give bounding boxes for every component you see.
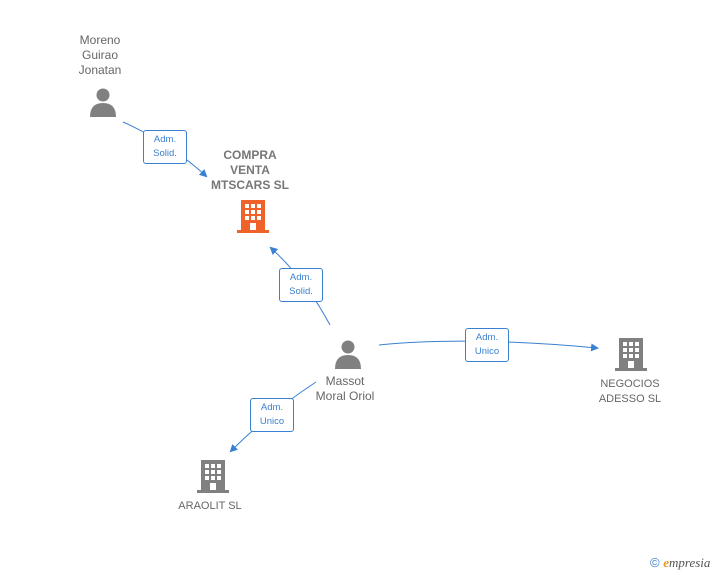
person-icon[interactable] xyxy=(333,339,363,369)
edge-label-line: Unico xyxy=(259,416,285,427)
person-icon[interactable] xyxy=(88,87,118,117)
brand-logo: empresia xyxy=(663,555,710,570)
node-label-line: Moral Oriol xyxy=(315,389,375,403)
node-label-line: Jonatan xyxy=(78,63,122,77)
watermark: © empresia xyxy=(650,555,710,571)
node-label-line: Massot xyxy=(325,374,365,388)
edge-label-line: Adm. xyxy=(153,134,177,145)
building-icon[interactable] xyxy=(614,337,648,371)
node-label-moreno: Moreno Guirao Jonatan xyxy=(60,33,140,78)
node-label-line: COMPRA xyxy=(223,148,277,162)
node-label-line: Guirao xyxy=(81,48,119,62)
node-label-line: VENTA xyxy=(230,163,270,177)
node-label-line: ARAOLIT SL xyxy=(178,500,242,512)
edge-label-line: Adm. xyxy=(475,332,499,343)
edge-label-massot-negocios[interactable]: Adm. Unico xyxy=(465,328,509,362)
edge-label-line: Adm. xyxy=(260,402,284,413)
copyright-icon: © xyxy=(650,555,660,570)
node-label-araolit: ARAOLIT SL xyxy=(160,499,260,514)
brand-name: mpresia xyxy=(669,555,711,570)
edge-label-massot-compra[interactable]: Adm. Solid. xyxy=(279,268,323,302)
edge-label-moreno-compra[interactable]: Adm. Solid. xyxy=(143,130,187,164)
node-label-line: MTSCARS SL xyxy=(211,178,289,192)
edge-label-line: Solid. xyxy=(153,148,177,159)
edge-label-massot-araolit[interactable]: Adm. Unico xyxy=(250,398,294,432)
brand-initial: e xyxy=(663,555,669,570)
edge-label-line: Unico xyxy=(474,346,500,357)
building-icon[interactable] xyxy=(236,199,270,233)
building-icon[interactable] xyxy=(196,459,230,493)
node-label-line: ADESSO SL xyxy=(598,393,662,405)
edge-label-line: Solid. xyxy=(289,286,313,297)
node-label-negocios: NEGOCIOS ADESSO SL xyxy=(580,377,680,407)
node-label-line: NEGOCIOS xyxy=(600,378,660,390)
node-label-compra: COMPRA VENTA MTSCARS SL xyxy=(190,148,310,193)
node-label-massot: Massot Moral Oriol xyxy=(295,374,395,404)
edge-label-line: Adm. xyxy=(289,272,313,283)
node-label-line: Moreno xyxy=(79,33,121,47)
